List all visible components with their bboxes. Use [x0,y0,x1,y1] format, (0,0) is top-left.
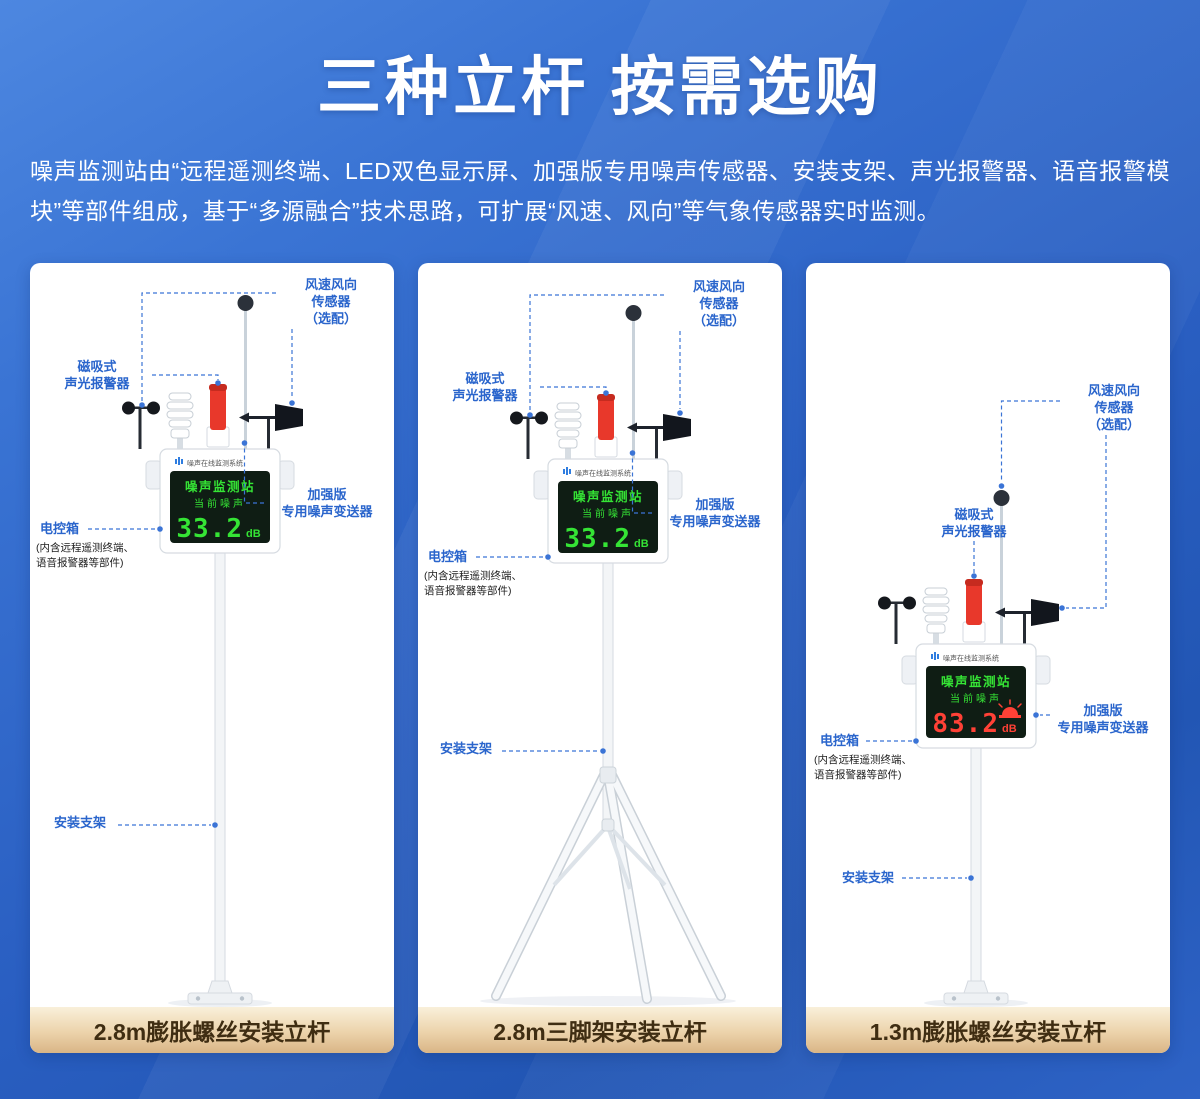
tripod-legs [480,766,736,1007]
card-caption: 2.8m膨胀螺丝安装立杆 [30,1007,394,1054]
label-bracket: 安装支架 [440,741,493,757]
label-transmitter: 加强版 专用噪声变送器 [281,487,373,519]
card1-illustration: 33.2 dB 风速风向 传感器 （选配） 磁吸式 声光报警器 加强版 专用噪声… [30,263,394,1008]
screen-reading: 83.2 [932,709,999,739]
label-bracket: 安装支架 [54,815,107,831]
screen-alarm-icon [998,699,1022,719]
label-control-box: 电控箱 [820,733,860,749]
product-card-tripod-2-8m: 33.2 dB 风速风向 传感器 （选配） 磁吸式 声光报警器 加强版 专用噪声… [418,263,782,1054]
label-alarm: 磁吸式 声光报警器 [452,371,518,403]
label-control-box-note: (内含远程遥测终端、 语音报警器等部件) [424,570,522,597]
page-title: 三种立杆 按需选购 [317,51,883,123]
label-transmitter: 加强版 专用噪声变送器 [669,497,761,529]
label-control-box-note: (内含远程遥测终端、 语音报警器等部件) [36,542,134,569]
screen-unit: dB [634,538,649,550]
label-bracket: 安装支架 [842,870,895,886]
label-control-box: 电控箱 [428,549,468,565]
label-wind-sensor: 风速风向 传感器 （选配） [1087,383,1140,432]
label-wind-sensor: 风速风向 传感器 （选配） [692,279,745,328]
screen-reading: 33.2 [564,524,631,554]
card3-illustration: 83.2 dB 风速风向 [806,263,1170,1008]
pole-base-flange [187,992,253,1005]
card2-illustration: 33.2 dB 风速风向 传感器 （选配） 磁吸式 声光报警器 加强版 专用噪声… [418,263,782,1007]
card-caption: 1.3m膨胀螺丝安装立杆 [806,1007,1170,1054]
screen-reading: 33.2 [176,514,243,544]
label-transmitter: 加强版 专用噪声变送器 [1057,703,1149,735]
callout-connectors [866,400,1107,881]
label-control-box: 电控箱 [40,521,80,537]
pole-base-flange [943,992,1009,1005]
callout-connectors [476,294,683,754]
screen-unit: dB [1002,723,1017,735]
callout-connectors [88,292,295,828]
label-alarm: 磁吸式 声光报警器 [64,359,130,391]
product-cards-row: 33.2 dB 风速风向 传感器 （选配） 磁吸式 声光报警器 加强版 专用噪声… [30,263,1170,1054]
card-caption: 2.8m三脚架安装立杆 [418,1007,782,1054]
label-alarm: 磁吸式 声光报警器 [941,507,1007,539]
mounting-pole [168,552,272,1008]
screen-unit: dB [246,528,261,540]
page-description: 噪声监测站由“远程遥测终端、LED双色显示屏、加强版专用噪声传感器、安装支架、声… [30,158,1170,224]
label-control-box-note: (内含远程遥测终端、 语音报警器等部件) [814,754,912,781]
label-wind-sensor: 风速风向 传感器 （选配） [304,277,357,326]
product-card-expansion-2-8m: 33.2 dB 风速风向 传感器 （选配） 磁吸式 声光报警器 加强版 专用噪声… [30,263,394,1054]
product-card-expansion-1-3m: 83.2 dB 风速风向 [806,263,1170,1054]
